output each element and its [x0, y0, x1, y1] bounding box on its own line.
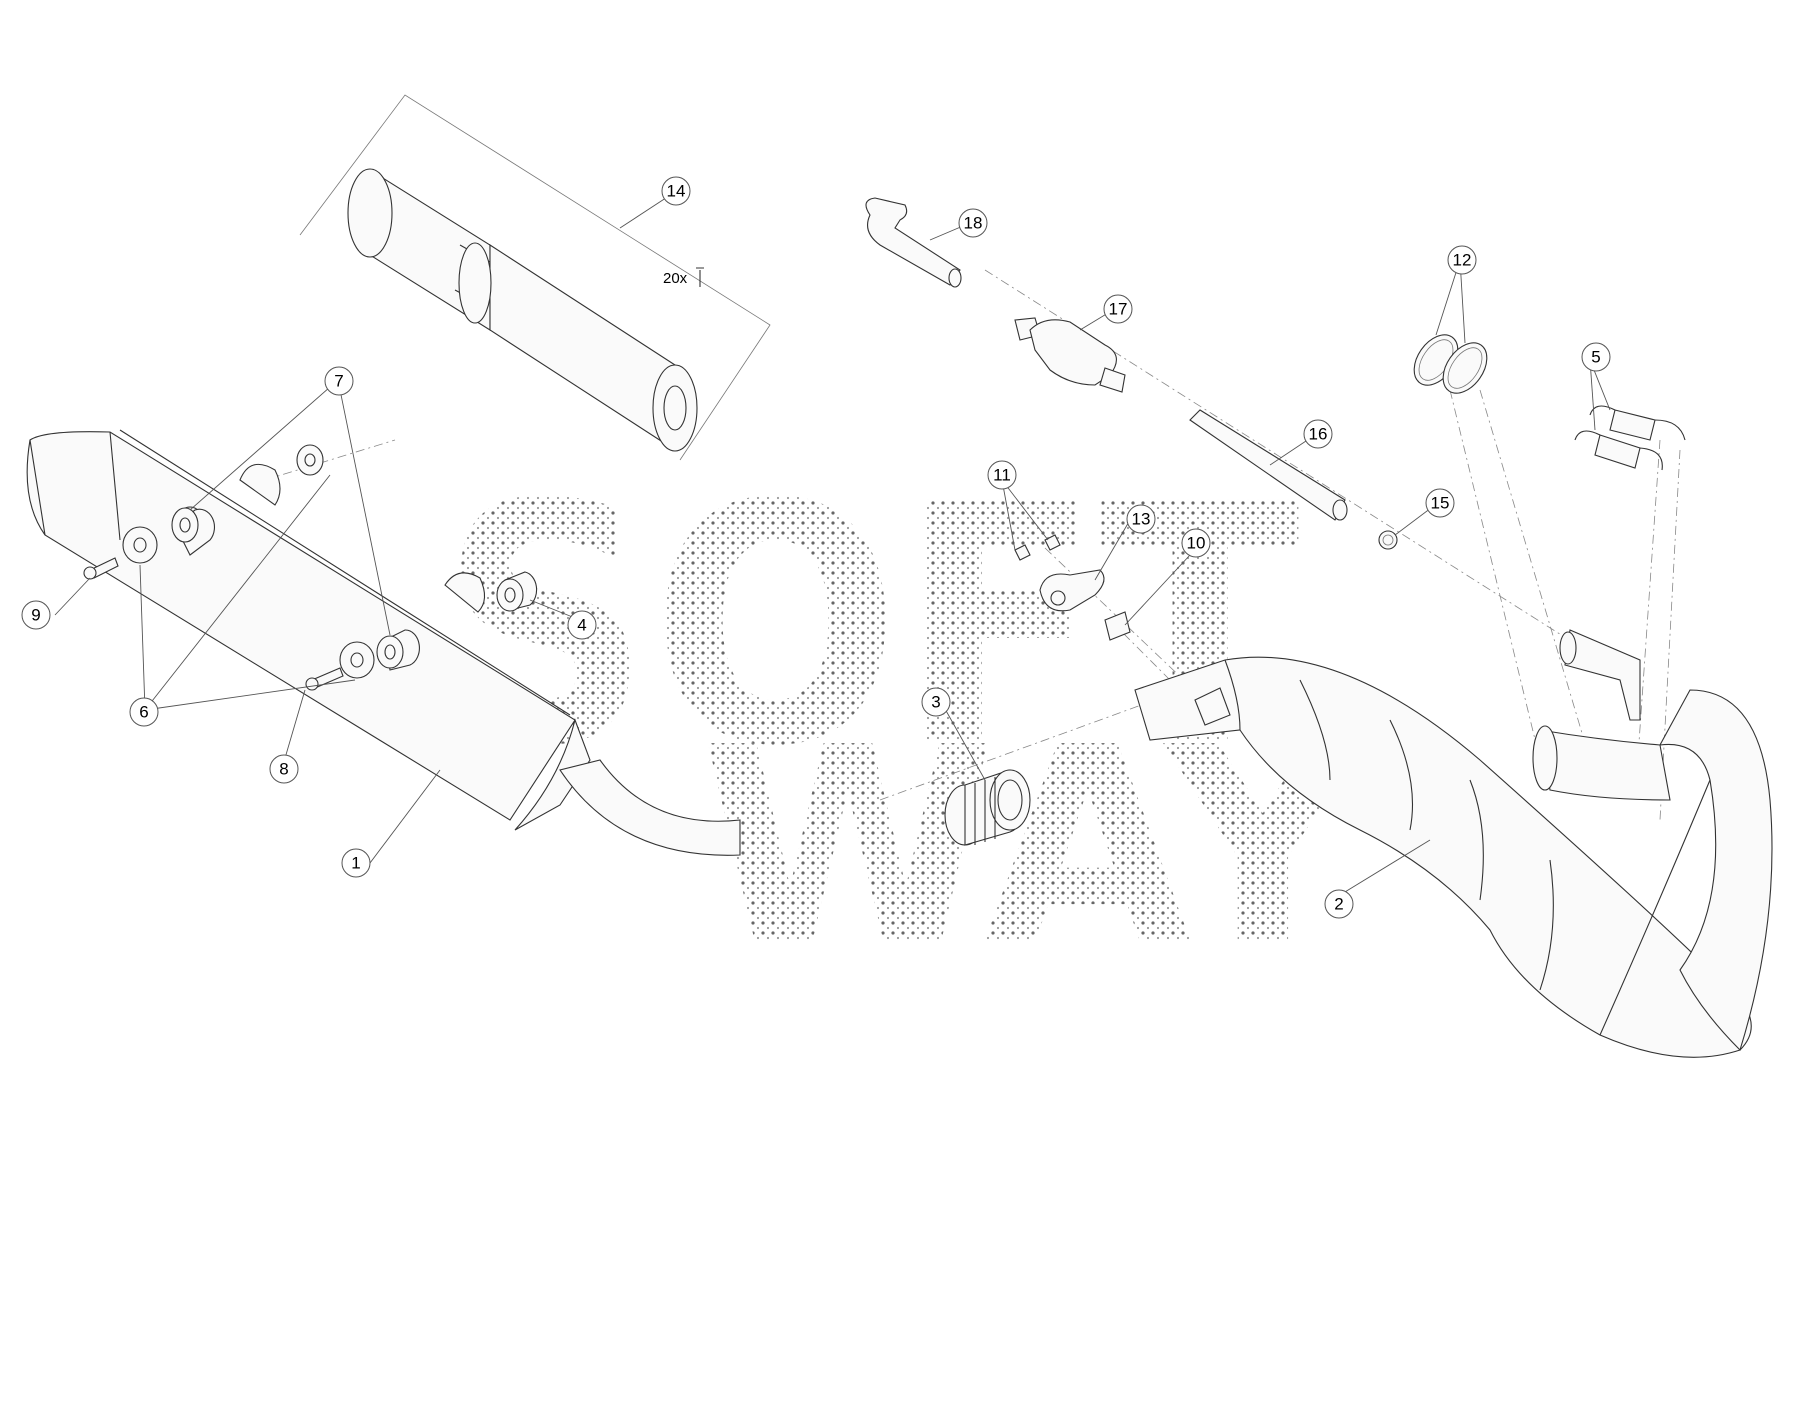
callout-label-10: 10 [1187, 534, 1206, 553]
callout-label-13: 13 [1132, 510, 1151, 529]
callout-11: 11 [987, 460, 1017, 490]
callout-9: 9 [21, 600, 51, 630]
grommets-washers [122, 444, 538, 679]
callout-6: 6 [129, 697, 159, 727]
one-way-valve [1014, 317, 1126, 393]
callout-label-8: 8 [279, 760, 288, 779]
callout-17: 17 [1103, 294, 1133, 324]
callout-label-3: 3 [931, 693, 940, 712]
callout-7: 7 [324, 366, 354, 396]
silencer-packing-kit: 20x [299, 94, 771, 461]
callout-label-17: 17 [1109, 300, 1128, 319]
exhaust-springs [1574, 405, 1686, 471]
callout-label-15: 15 [1431, 494, 1450, 513]
callout-label-5: 5 [1591, 348, 1600, 367]
callout-12: 12 [1447, 245, 1477, 275]
hose-section [1189, 409, 1348, 521]
callout-16: 16 [1303, 419, 1333, 449]
vent-hose [865, 197, 962, 288]
expansion-chamber [1134, 629, 1773, 1058]
callout-4: 4 [567, 610, 597, 640]
rivet-quantity-note: 20x [663, 270, 688, 287]
callout-label-14: 14 [667, 182, 686, 201]
callout-8: 8 [269, 754, 299, 784]
callout-label-9: 9 [31, 606, 40, 625]
callout-label-2: 2 [1334, 895, 1343, 914]
mounting-bracket-set [1014, 534, 1131, 641]
callout-5: 5 [1581, 342, 1611, 372]
callout-label-11: 11 [993, 466, 1011, 485]
hose-clip [1378, 530, 1398, 550]
callout-label-18: 18 [964, 214, 983, 233]
silencer [26, 429, 741, 856]
silencer-bolts [83, 557, 344, 691]
callout-label-6: 6 [139, 703, 148, 722]
callout-label-7: 7 [334, 372, 343, 391]
o-rings [1413, 334, 1488, 394]
callout-15: 15 [1425, 488, 1455, 518]
callout-10: 10 [1181, 528, 1211, 558]
callout-label-12: 12 [1453, 251, 1472, 270]
callout-3: 3 [921, 687, 951, 717]
callout-2: 2 [1324, 889, 1354, 919]
callout-label-16: 16 [1309, 425, 1328, 444]
callout-1: 1 [341, 848, 371, 878]
leader-lines [54, 191, 1611, 896]
callout-13: 13 [1126, 504, 1156, 534]
callout-label-4: 4 [577, 616, 586, 635]
exhaust-seal-sleeve [944, 769, 1031, 846]
callout-label-1: 1 [351, 854, 360, 873]
callout-18: 18 [958, 208, 988, 238]
callout-14: 14 [661, 176, 691, 206]
